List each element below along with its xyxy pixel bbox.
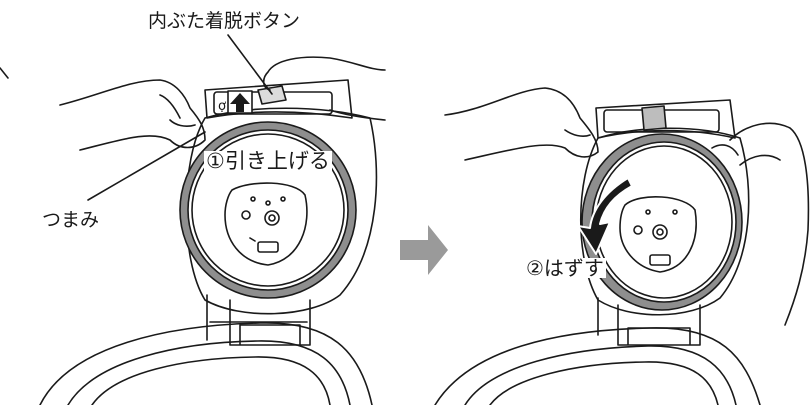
release-button-right (641, 105, 667, 131)
lid-shell-right (579, 127, 750, 316)
up-arrow-icon-shape (230, 93, 250, 112)
cooker-rim-right (464, 345, 737, 405)
right-panel (434, 87, 810, 405)
release-button-label: 内ぶた着脱ボタン (148, 10, 301, 32)
knob-label: つまみ (42, 209, 100, 231)
hinge-left (206, 294, 311, 346)
vent-right (652, 224, 668, 240)
next-step-arrow (400, 225, 448, 275)
inner-pot-right (489, 361, 719, 405)
left-hand (59, 79, 206, 151)
vent-left (264, 210, 280, 226)
hinge-right (597, 297, 701, 346)
edge-mark (0, 67, 9, 79)
right-hand-right-panel (711, 122, 810, 326)
cooker-rim-left (67, 340, 351, 405)
lid-top-plate-left (204, 79, 353, 119)
release-button (257, 85, 287, 105)
lid-top-plate-right (595, 99, 736, 139)
step1-label: ①引き上げる (204, 149, 332, 173)
cooker-body-right (434, 327, 761, 405)
left-hand-right-panel (444, 87, 599, 161)
lid-symbol-left: ợ (218, 99, 226, 114)
knob-leader (87, 131, 206, 201)
inner-pot-left (91, 356, 331, 405)
inner-plate-left (224, 182, 308, 266)
remove-arrow (577, 177, 633, 255)
release-button-leader (227, 34, 273, 95)
inner-plate-right (619, 196, 697, 273)
cooker-body-left (39, 322, 373, 405)
step2-label: ②はずす (524, 256, 606, 280)
